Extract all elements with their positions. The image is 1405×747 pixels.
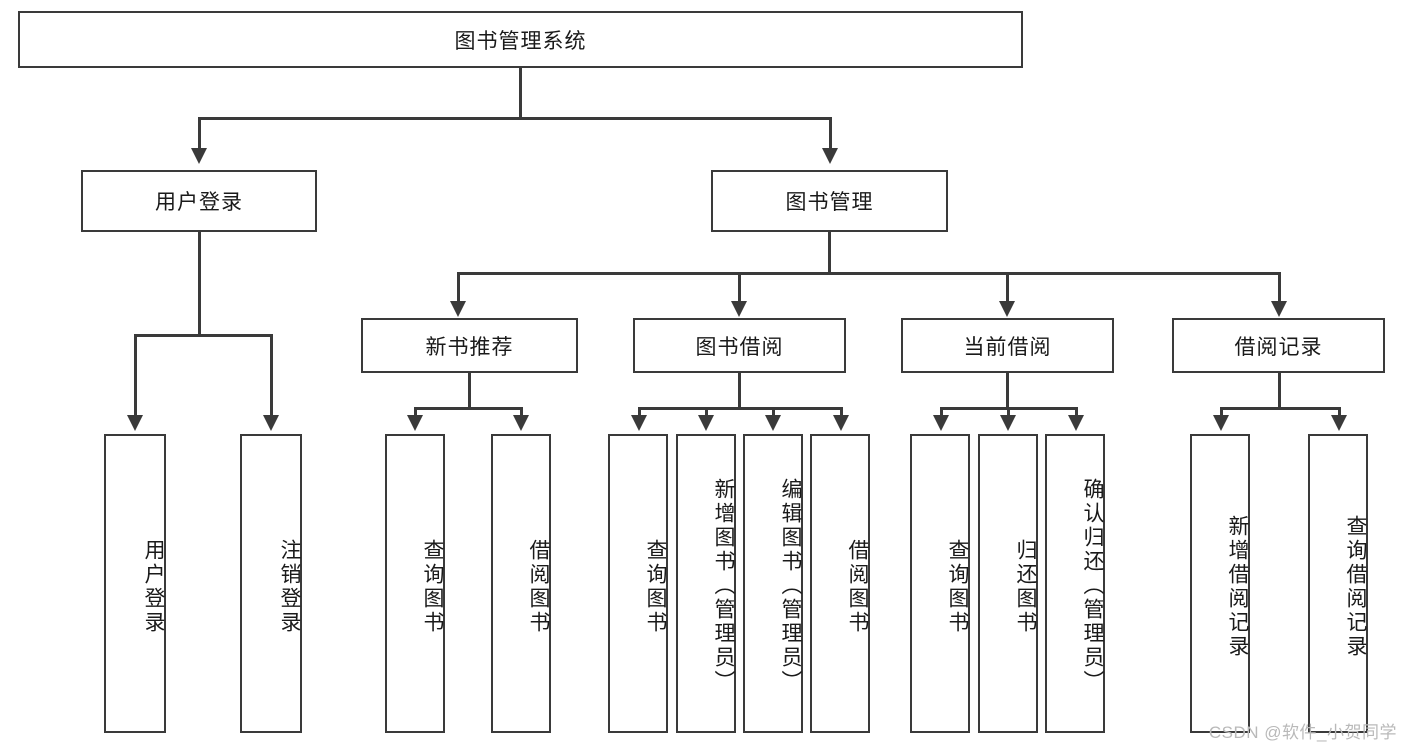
node-label: 用户登录 bbox=[155, 191, 243, 214]
connector-root-to-user-login bbox=[198, 117, 201, 150]
leaf-new-book-query-books[interactable]: 查询图书 bbox=[385, 434, 445, 733]
connector-current-borrow-to-leaf-2 bbox=[1007, 407, 1010, 418]
connector-user-login-stem bbox=[198, 232, 201, 336]
node-label: 注销登录 bbox=[278, 538, 301, 635]
arrowhead-book-borrow-to-leaf-2 bbox=[698, 415, 714, 431]
leaf-borrow-record-add-record[interactable]: 新增借阅记录 bbox=[1190, 434, 1250, 733]
connector-new-book-stem bbox=[468, 373, 471, 409]
node-label: 查询图书 bbox=[421, 538, 444, 635]
node-label: 归还图书 bbox=[1014, 538, 1037, 635]
arrowhead-current-borrow-to-leaf-3 bbox=[1068, 415, 1084, 431]
arrowhead-bm-to-current-borrow bbox=[999, 301, 1015, 317]
node-label: 查询图书 bbox=[946, 538, 969, 635]
arrowhead-book-borrow-to-leaf-4 bbox=[833, 415, 849, 431]
connector-new-book-to-leaf-1 bbox=[414, 407, 417, 418]
node-label: 当前借阅 bbox=[963, 335, 1052, 359]
connector-bm-to-new-book bbox=[457, 272, 460, 304]
connector-bm-to-current-borrow bbox=[1006, 272, 1009, 304]
connector-borrow-record-stem bbox=[1278, 373, 1281, 409]
connector-book-borrow-stem bbox=[738, 373, 741, 409]
arrowhead-borrow-record-to-leaf-2 bbox=[1331, 415, 1347, 431]
connector-book-borrow-to-leaf-3 bbox=[772, 407, 775, 418]
node-root-book-management-system[interactable]: 图书管理系统 bbox=[18, 11, 1023, 68]
node-label: 新增图书（管理员） bbox=[712, 477, 735, 694]
node-label: 图书借阅 bbox=[695, 335, 784, 359]
node-current-borrow[interactable]: 当前借阅 bbox=[901, 318, 1114, 373]
node-label: 借阅图书 bbox=[527, 538, 550, 635]
leaf-user-login-logout[interactable]: 注销登录 bbox=[240, 434, 302, 733]
watermark: CSDN @软件_小贺同学 bbox=[1208, 723, 1397, 742]
connector-borrow-record-bus bbox=[1220, 407, 1340, 410]
node-label: 新增借阅记录 bbox=[1226, 514, 1249, 659]
node-label: 查询借阅记录 bbox=[1344, 514, 1367, 659]
node-book-borrow[interactable]: 图书借阅 bbox=[633, 318, 846, 373]
arrowhead-current-borrow-to-leaf-1 bbox=[933, 415, 949, 431]
arrowhead-book-borrow-to-leaf-3 bbox=[765, 415, 781, 431]
node-borrow-record[interactable]: 借阅记录 bbox=[1172, 318, 1385, 373]
arrowhead-borrow-record-to-leaf-1 bbox=[1213, 415, 1229, 431]
leaf-book-borrow-add-book-admin[interactable]: 新增图书（管理员） bbox=[676, 434, 736, 733]
connector-book-management-bus bbox=[457, 272, 1281, 275]
node-label: 用户登录 bbox=[142, 538, 165, 635]
arrowhead-user-login-to-leaf-1 bbox=[127, 415, 143, 431]
leaf-current-borrow-confirm-return-admin[interactable]: 确认归还（管理员） bbox=[1045, 434, 1105, 733]
connector-book-management-stem bbox=[828, 232, 831, 274]
node-label: 借阅图书 bbox=[846, 538, 869, 635]
connector-bm-to-book-borrow bbox=[738, 272, 741, 304]
node-label: 图书管理系统 bbox=[454, 29, 587, 53]
leaf-book-borrow-edit-book-admin[interactable]: 编辑图书（管理员） bbox=[743, 434, 803, 733]
leaf-new-book-borrow-books[interactable]: 借阅图书 bbox=[491, 434, 551, 733]
leaf-borrow-record-query-record[interactable]: 查询借阅记录 bbox=[1308, 434, 1368, 733]
connector-user-login-to-leaf-1 bbox=[134, 334, 137, 418]
connector-root-to-book-management bbox=[829, 117, 832, 150]
node-book-management[interactable]: 图书管理 bbox=[711, 170, 948, 232]
leaf-user-login-login[interactable]: 用户登录 bbox=[104, 434, 166, 733]
connector-book-borrow-to-leaf-1 bbox=[638, 407, 641, 418]
arrowhead-current-borrow-to-leaf-2 bbox=[1000, 415, 1016, 431]
connector-new-book-bus bbox=[414, 407, 522, 410]
node-user-login[interactable]: 用户登录 bbox=[81, 170, 317, 232]
connector-borrow-record-to-leaf-2 bbox=[1338, 407, 1341, 418]
arrowhead-root-to-user-login bbox=[191, 148, 207, 164]
node-label: 图书管理 bbox=[785, 191, 874, 214]
arrowhead-root-to-book-management bbox=[822, 148, 838, 164]
leaf-book-borrow-borrow-books[interactable]: 借阅图书 bbox=[810, 434, 870, 733]
node-label: 确认归还（管理员） bbox=[1081, 477, 1104, 694]
leaf-current-borrow-return-books[interactable]: 归还图书 bbox=[978, 434, 1038, 733]
arrowhead-bm-to-borrow-record bbox=[1271, 301, 1287, 317]
arrowhead-bm-to-new-book bbox=[450, 301, 466, 317]
connector-root-stem bbox=[519, 68, 522, 118]
node-label: 借阅记录 bbox=[1234, 335, 1323, 359]
connector-root-bus bbox=[198, 117, 832, 120]
connector-user-login-to-leaf-2 bbox=[270, 334, 273, 418]
connector-book-borrow-bus bbox=[638, 407, 842, 410]
connector-user-login-bus bbox=[134, 334, 272, 337]
connector-borrow-record-to-leaf-1 bbox=[1220, 407, 1223, 418]
connector-new-book-to-leaf-2 bbox=[520, 407, 523, 418]
arrowhead-new-book-to-leaf-1 bbox=[407, 415, 423, 431]
connector-current-borrow-to-leaf-3 bbox=[1075, 407, 1078, 418]
connector-current-borrow-stem bbox=[1006, 373, 1009, 409]
arrowhead-book-borrow-to-leaf-1 bbox=[631, 415, 647, 431]
arrowhead-user-login-to-leaf-2 bbox=[263, 415, 279, 431]
arrowhead-new-book-to-leaf-2 bbox=[513, 415, 529, 431]
leaf-current-borrow-query-books[interactable]: 查询图书 bbox=[910, 434, 970, 733]
node-label: 查询图书 bbox=[644, 538, 667, 635]
node-label: 编辑图书（管理员） bbox=[779, 477, 802, 694]
connector-book-borrow-to-leaf-2 bbox=[705, 407, 708, 418]
node-new-book-recommend[interactable]: 新书推荐 bbox=[361, 318, 578, 373]
connector-bm-to-borrow-record bbox=[1278, 272, 1281, 304]
connector-current-borrow-to-leaf-1 bbox=[940, 407, 943, 418]
connector-book-borrow-to-leaf-4 bbox=[840, 407, 843, 418]
leaf-book-borrow-query-books[interactable]: 查询图书 bbox=[608, 434, 668, 733]
arrowhead-bm-to-book-borrow bbox=[731, 301, 747, 317]
node-label: 新书推荐 bbox=[425, 335, 514, 359]
